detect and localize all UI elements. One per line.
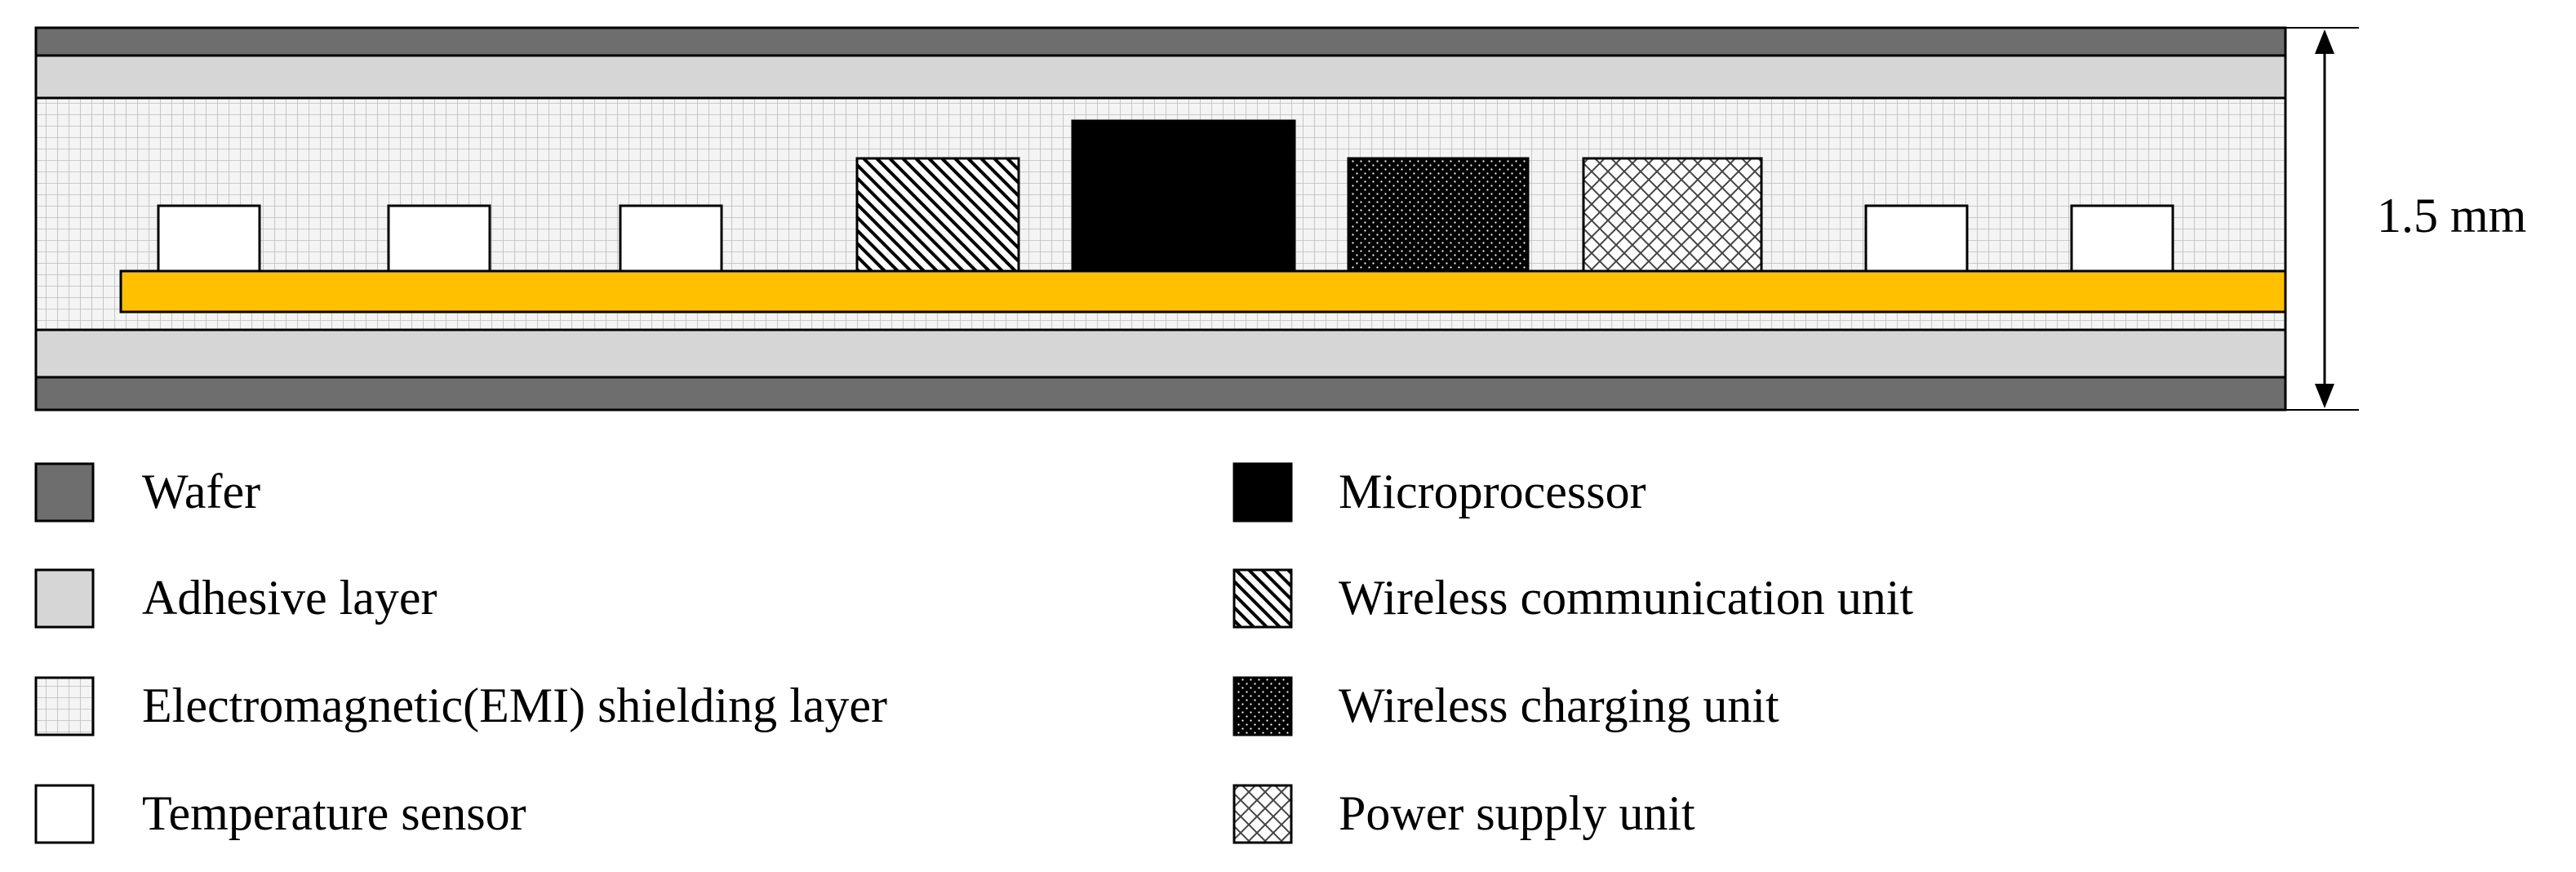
diagonal-hatch-swatch bbox=[1232, 568, 1293, 629]
wafer-swatch bbox=[34, 462, 95, 523]
adhesive-swatch bbox=[34, 568, 95, 629]
temperature-sensor bbox=[1864, 204, 1969, 273]
legend: Wafer Adhesive layer Electromagnetic(EMI… bbox=[34, 462, 1913, 844]
components bbox=[119, 119, 2287, 314]
legend-label-microprocessor: Microprocessor bbox=[1339, 465, 1646, 518]
pcb-board bbox=[119, 269, 2287, 314]
legend-label-wireless-communication: Wireless communication unit bbox=[1339, 571, 1913, 625]
adhesive-bottom bbox=[34, 328, 2287, 379]
adhesive-top bbox=[34, 54, 2287, 100]
wafer-bottom bbox=[34, 376, 2287, 412]
legend-label-adhesive: Adhesive layer bbox=[142, 571, 437, 625]
legend-label-temperature-sensor: Temperature sensor bbox=[142, 786, 526, 840]
microprocessor bbox=[1071, 119, 1296, 273]
wafer-top bbox=[34, 26, 2287, 57]
dotted-swatch bbox=[1232, 676, 1293, 736]
crosshatch-swatch bbox=[1232, 784, 1293, 844]
dimension-label: 1.5 mm bbox=[2377, 189, 2526, 242]
white-swatch bbox=[34, 784, 95, 844]
power-supply-unit bbox=[1582, 157, 1763, 273]
legend-label-emi-shielding: Electromagnetic(EMI) shielding layer bbox=[142, 678, 887, 732]
legend-label-power-supply: Power supply unit bbox=[1339, 786, 1695, 840]
black-swatch bbox=[1232, 462, 1293, 523]
dimension-arrow-up bbox=[2315, 29, 2334, 54]
grid-swatch bbox=[34, 676, 95, 736]
thickness-dimension: 1.5 mm bbox=[2285, 27, 2526, 411]
temperature-sensor bbox=[2070, 204, 2174, 273]
dimension-arrow-down bbox=[2315, 384, 2334, 408]
wireless-charging-unit bbox=[1347, 157, 1530, 273]
legend-label-wafer: Wafer bbox=[142, 465, 260, 518]
temperature-sensor bbox=[387, 204, 491, 273]
legend-label-wireless-charging: Wireless charging unit bbox=[1339, 678, 1779, 732]
temperature-sensor bbox=[157, 204, 261, 273]
temperature-sensor bbox=[619, 204, 723, 273]
wireless-communication-unit bbox=[855, 157, 1020, 273]
